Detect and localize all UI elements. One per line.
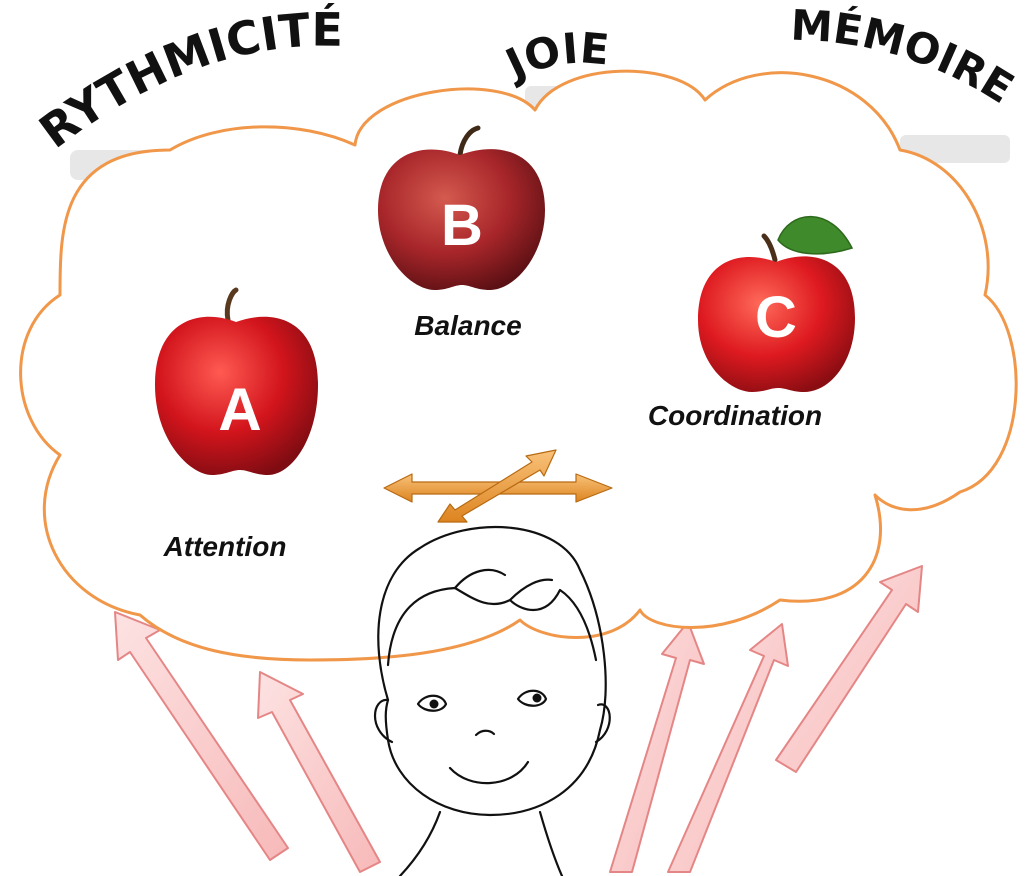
- apple-c-leaf: [777, 215, 854, 255]
- caption-attention: Attention: [163, 531, 287, 562]
- left-ear: [374, 698, 394, 744]
- apple-b-letter: B: [441, 193, 483, 258]
- right-eye: [516, 689, 548, 707]
- apple-b-body: [378, 149, 545, 290]
- apple-c-letter: C: [755, 285, 797, 350]
- right-ear: [594, 703, 611, 744]
- apple-a-letter: A: [218, 376, 261, 443]
- child-face: [374, 525, 611, 876]
- nose: [474, 729, 496, 737]
- apple-c-body: [698, 256, 855, 392]
- apple-c: C: [698, 215, 855, 392]
- arrow-right-2: [667, 623, 789, 873]
- mouth: [448, 760, 530, 785]
- arrow-right-1: [609, 621, 705, 873]
- arrow-left-outer: [114, 611, 289, 861]
- arrow-left-inner: [257, 671, 381, 873]
- cross-arrows: [383, 449, 613, 523]
- caption-balance: Balance: [414, 310, 521, 341]
- face-outline: [377, 525, 607, 817]
- apple-a: A: [155, 287, 318, 475]
- caption-coordination: Coordination: [648, 400, 822, 431]
- apple-b: B: [378, 125, 545, 290]
- left-eye: [416, 694, 448, 712]
- upward-arrows: [114, 565, 923, 873]
- apple-a-body: [155, 316, 318, 475]
- arrow-right-3: [775, 565, 923, 773]
- cross-arrow-diagonal: [437, 449, 557, 523]
- neck: [398, 810, 442, 876]
- thought-cloud: [19, 69, 1018, 662]
